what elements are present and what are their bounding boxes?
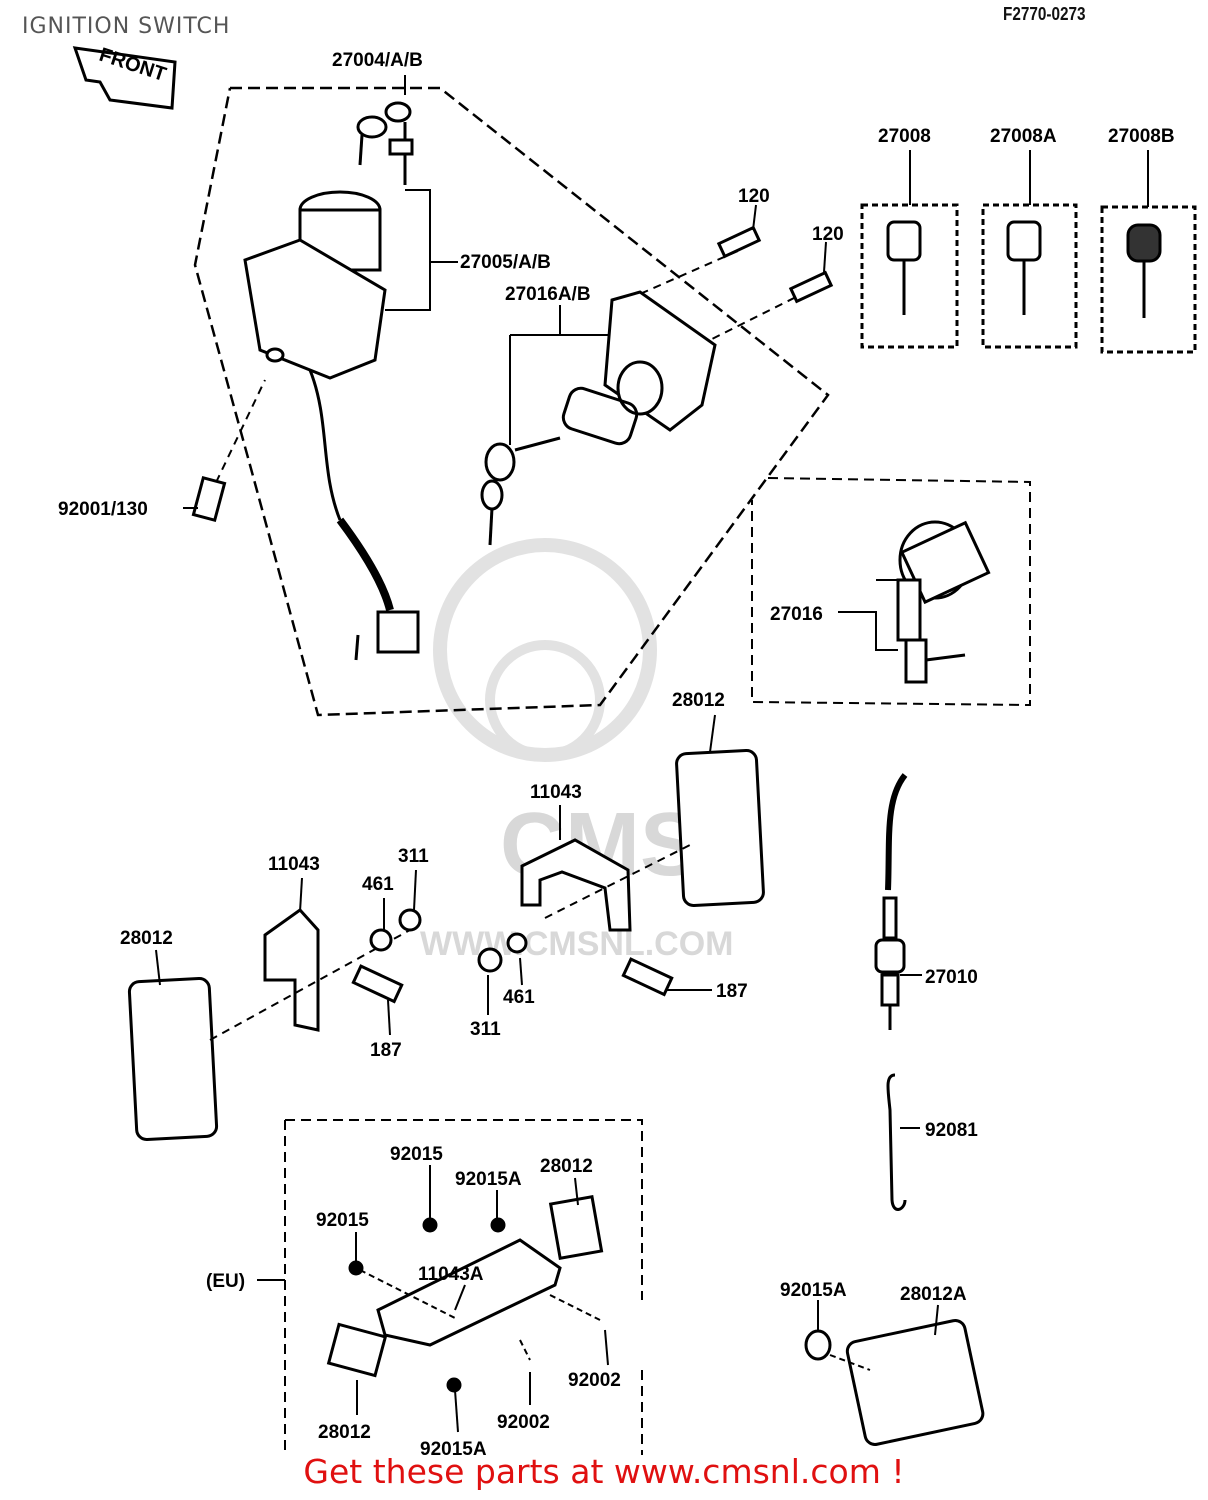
label-92002-b: 92002 xyxy=(497,1412,550,1433)
label-92001: 92001/130 xyxy=(58,499,148,520)
label-92015-b: 92015 xyxy=(316,1210,369,1231)
label-eu: (EU) xyxy=(206,1271,245,1292)
key-blanks xyxy=(860,203,1197,354)
label-92015-a: 92015 xyxy=(390,1144,443,1165)
spring-92081 xyxy=(886,1073,907,1211)
figure-code: F2770-0273 xyxy=(1003,4,1086,24)
label-27010: 27010 xyxy=(925,967,978,988)
label-92002-a: 92002 xyxy=(568,1370,621,1391)
label-27016: 27016 xyxy=(770,604,823,625)
label-120-a: 120 xyxy=(738,186,770,207)
label-28012-eu: 28012 xyxy=(540,1156,593,1177)
label-92015a-low: 92015A xyxy=(420,1439,487,1460)
label-120-b: 120 xyxy=(812,224,844,245)
eu-plate-assembly xyxy=(284,1119,985,1455)
watermark-text: WWW.CMSNL.COM xyxy=(420,925,734,963)
label-27008: 27008 xyxy=(878,126,931,147)
bolt-92001 xyxy=(191,379,266,523)
lock-27016ab xyxy=(480,225,834,546)
label-28012-eu-low: 28012 xyxy=(318,1422,371,1443)
page-title: IGNITION SWITCH xyxy=(22,14,231,39)
label-27008a: 27008A xyxy=(990,126,1057,147)
label-28012-left: 28012 xyxy=(120,928,173,949)
label-11043-left: 11043 xyxy=(268,854,320,875)
reflector-assembly xyxy=(127,749,765,1141)
label-92081: 92081 xyxy=(925,1120,978,1141)
label-187-left: 187 xyxy=(370,1040,402,1061)
ignition-assembly-outline xyxy=(193,86,830,717)
label-11043a: 11043A xyxy=(418,1264,484,1285)
watermark: CMS WWW.CMSNL.COM xyxy=(420,538,734,963)
label-187-right: 187 xyxy=(716,981,748,1002)
label-27004: 27004/A/B xyxy=(332,50,423,71)
label-311-upper: 311 xyxy=(398,846,429,867)
front-marker: FRONT xyxy=(72,44,177,110)
switch-27010 xyxy=(874,773,908,1030)
label-27008b: 27008B xyxy=(1108,126,1175,147)
label-28012a: 28012A xyxy=(900,1284,967,1305)
ignition-switch-27005 xyxy=(243,190,420,661)
lock-27016-inset xyxy=(751,477,1031,707)
key-set-27004 xyxy=(356,101,414,185)
label-311-lower: 311 xyxy=(470,1019,501,1040)
label-27005: 27005/A/B xyxy=(460,252,551,273)
label-11043-mid: 11043 xyxy=(530,782,582,803)
label-27016ab: 27016A/B xyxy=(505,284,591,305)
watermark-logo-face xyxy=(485,640,605,760)
label-28012-top: 28012 xyxy=(672,690,725,711)
leader-lines xyxy=(155,75,1149,1433)
label-461-upper: 461 xyxy=(362,874,394,895)
label-92015a-top: 92015A xyxy=(455,1169,522,1190)
label-461-lower: 461 xyxy=(503,987,535,1008)
label-92015a-right: 92015A xyxy=(780,1280,847,1301)
front-arrow-icon xyxy=(72,46,177,110)
promo-link[interactable]: Get these parts at www.cmsnl.com ! xyxy=(303,1452,905,1491)
